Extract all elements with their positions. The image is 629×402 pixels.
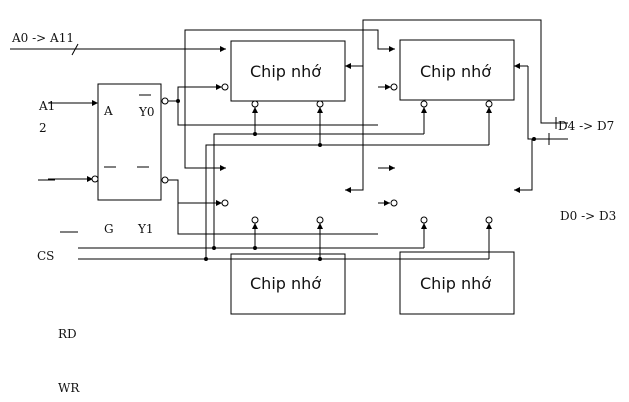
decoder-output-wires xyxy=(161,83,398,235)
chip-label: Chip nhớ xyxy=(250,274,321,293)
data-high-label: D4 -> D7 xyxy=(558,119,614,133)
memory-chip-bottom-left: Chip nhớ xyxy=(230,253,346,315)
memory-chip-top-right: Chip nhớ xyxy=(399,39,515,101)
decoder-input-wires xyxy=(38,100,99,183)
memory-chip-top-left: Chip nhớ xyxy=(230,40,346,102)
decoder-pin-y1: Y1 xyxy=(137,222,154,236)
rd-label: RD xyxy=(58,327,77,341)
a-input-label-2: 2 xyxy=(39,121,47,135)
decoder-pin-a: A xyxy=(103,104,113,118)
decoder-block: A Y0 G Y1 xyxy=(60,83,162,236)
chip-label: Chip nhớ xyxy=(250,62,321,81)
memory-chip-bottom-right: Chip nhớ xyxy=(399,251,515,315)
data-low-label: D0 -> D3 xyxy=(560,209,616,223)
top-chip-pins xyxy=(251,100,493,145)
address-bus-wires xyxy=(10,29,395,171)
chip-label: Chip nhớ xyxy=(420,62,491,81)
decoder-pin-y0: Y0 xyxy=(138,105,155,119)
control-wires xyxy=(78,132,489,261)
wr-label: WR xyxy=(58,381,80,395)
data-bus-wires xyxy=(345,19,568,193)
a-input-label: A1 xyxy=(38,99,55,113)
cs-label: CS xyxy=(37,249,54,263)
address-bus-label: A0 -> A11 xyxy=(11,31,74,45)
bottom-chip-pins xyxy=(251,216,493,259)
decoder-pin-g: G xyxy=(104,222,114,236)
chip-label: Chip nhớ xyxy=(420,274,491,293)
